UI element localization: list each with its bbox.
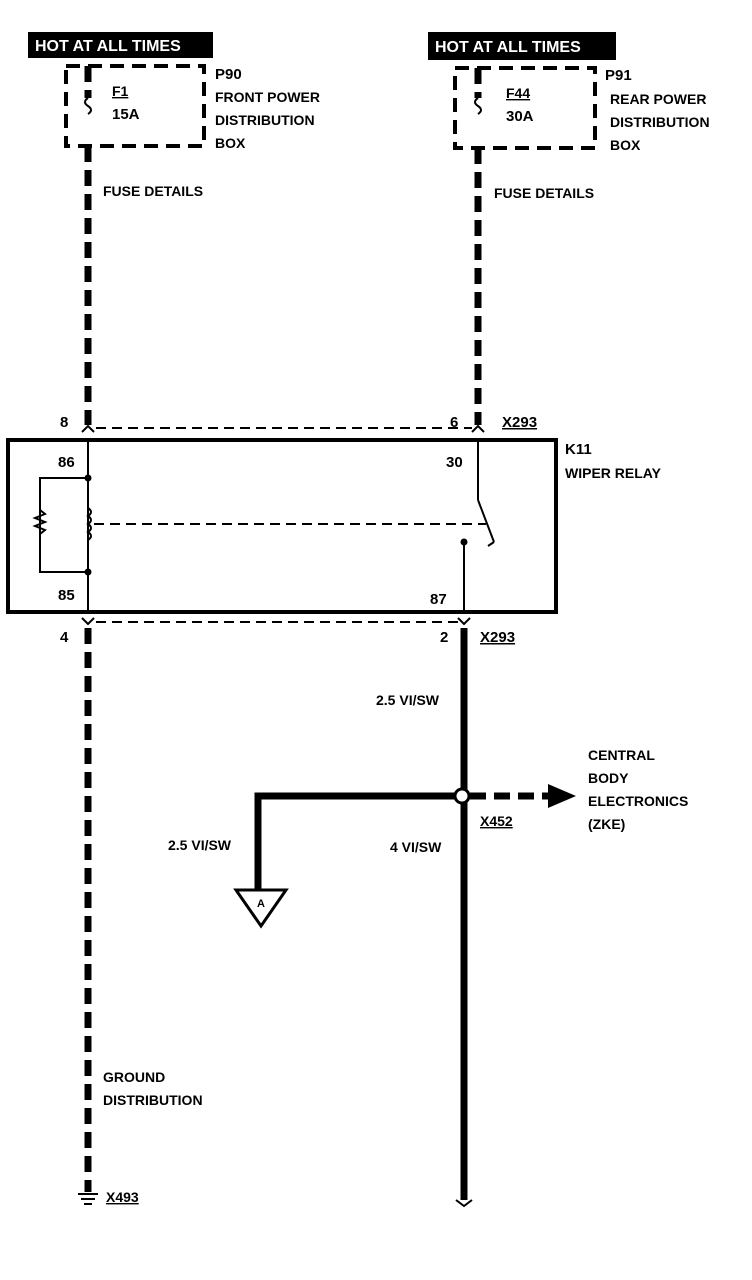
zke-label-2: BODY [588, 770, 629, 786]
relay-coil-loop [39, 477, 88, 573]
connector-bottom-pin-right: 2 [440, 629, 448, 646]
wiper-relay: 86 85 30 87 [6, 438, 558, 614]
splice-id: X452 [480, 813, 513, 829]
zke-label-3: ELECTRONICS [588, 793, 688, 809]
splice-x452-node [453, 787, 471, 805]
fuse-right-name-3: BOX [610, 137, 641, 153]
fuse-details-right: FUSE DETAILS [494, 185, 594, 201]
wire-branch-left [254, 792, 456, 890]
wire-down-right-label: 4 VI/SW [390, 839, 442, 855]
connector-bottom-pin-left: 4 [60, 629, 69, 646]
fuse-details-left: FUSE DETAILS [103, 183, 203, 199]
relay-pin-85: 85 [58, 587, 75, 604]
connector-top-left-chevron-icon [81, 424, 95, 433]
wire-branch-left-label: 2.5 VI/SW [168, 837, 232, 853]
relay-pin-86: 86 [58, 454, 75, 471]
hot-label-right: HOT AT ALL TIMES [428, 32, 616, 60]
fuse-left-symbol-icon [84, 97, 92, 115]
connector-bottom-right-chevron-icon [457, 617, 471, 626]
connector-reference-triangle-icon [233, 888, 289, 929]
fuse-left-ref: P90 [215, 66, 242, 83]
fuse-box-right-outline [453, 66, 597, 150]
connector-x293-top: 8 6 X293 [60, 414, 537, 433]
fuse-right-rating: 30A [506, 108, 534, 125]
zke-label-4: (ZKE) [588, 816, 625, 832]
wire-relay-output-label: 2.5 VI/SW [376, 692, 440, 708]
connector-top-pin-right: 6 [450, 414, 458, 431]
fuse-left-name-2: DISTRIBUTION [215, 112, 315, 128]
relay-pin-87: 87 [430, 591, 447, 608]
connector-top-id: X293 [502, 414, 537, 431]
zke-label-1: CENTRAL [588, 747, 655, 763]
fuse-box-left-outline [64, 64, 206, 148]
connector-x293-bottom: 4 2 X293 [60, 617, 515, 646]
ground-label-1: GROUND [103, 1069, 165, 1085]
hot-label-left-text: HOT AT ALL TIMES [35, 38, 181, 55]
connector-top-pin-left: 8 [60, 414, 68, 431]
relay-switch-tip [487, 541, 495, 547]
connector-reference-label: A [257, 898, 265, 910]
relay-id: K11 [565, 441, 592, 458]
fuse-box-left: F1 15A [64, 64, 206, 148]
relay-outline [6, 438, 558, 614]
ground-id: X493 [106, 1189, 139, 1205]
fuse-right-symbol-icon [474, 97, 482, 115]
relay-resistor-icon [32, 509, 48, 535]
ground-symbol-icon [78, 1193, 98, 1205]
wire-output-continuation-icon [455, 1199, 473, 1208]
hot-label-right-text: HOT AT ALL TIMES [435, 39, 581, 56]
fuse-left-rating: 15A [112, 106, 140, 123]
zke-arrow-icon [548, 784, 576, 808]
fuse-box-right: F44 30A [453, 66, 597, 150]
fuse-right-ref: P91 [605, 67, 632, 84]
fuse-left-name-3: BOX [215, 135, 246, 151]
fuse-left-id: F1 [112, 83, 129, 99]
relay-pin-30: 30 [446, 454, 463, 471]
connector-bottom-id: X293 [480, 629, 515, 646]
fuse-left-name-1: FRONT POWER [215, 89, 320, 105]
relay-switch-arm [477, 499, 495, 543]
hot-label-left: HOT AT ALL TIMES [28, 32, 213, 58]
ground-label-2: DISTRIBUTION [103, 1092, 203, 1108]
relay-coil-icon [86, 507, 92, 541]
fuse-right-name-1: REAR POWER [610, 91, 706, 107]
fuse-right-name-2: DISTRIBUTION [610, 114, 710, 130]
connector-top-right-chevron-icon [471, 424, 485, 433]
relay-name: WIPER RELAY [565, 465, 662, 481]
connector-bottom-left-chevron-icon [81, 617, 95, 626]
fuse-right-id: F44 [506, 85, 530, 101]
